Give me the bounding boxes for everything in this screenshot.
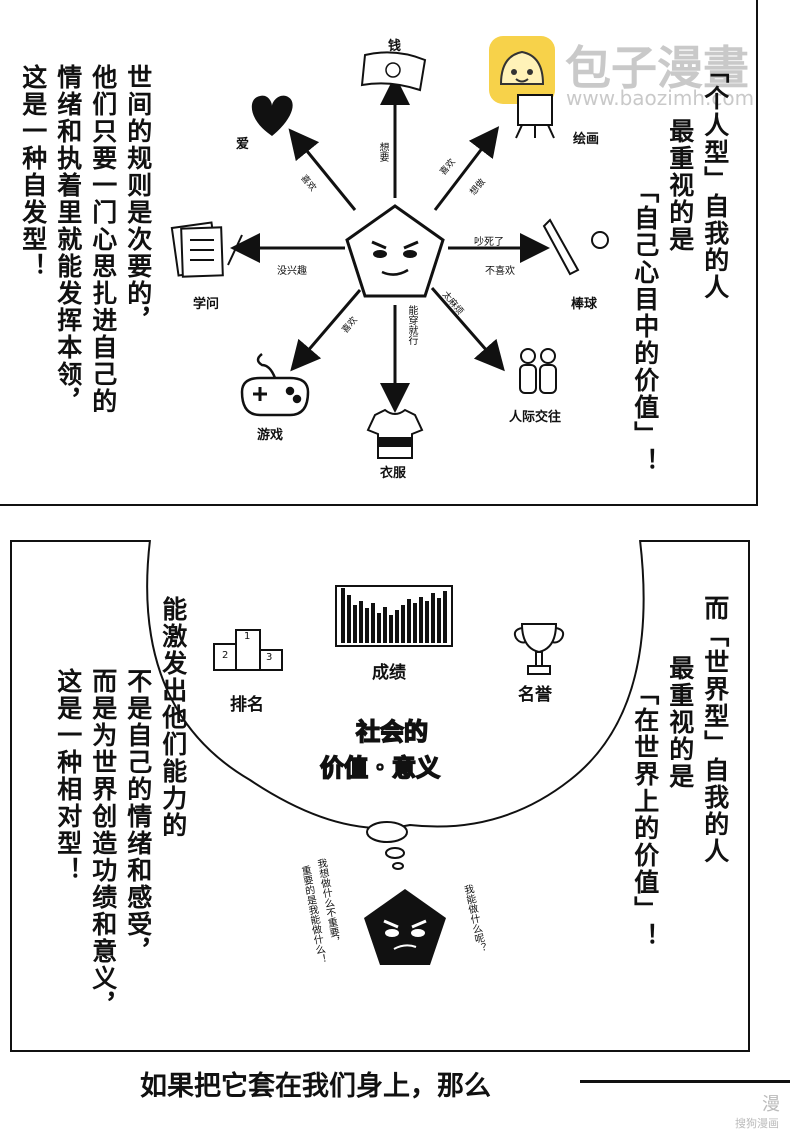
bottom-left-col4: 这是一种相对型！ xyxy=(53,668,83,884)
arrows xyxy=(230,75,550,413)
social-value-line1: 社会的 xyxy=(355,717,429,747)
label-art: 绘画 xyxy=(573,132,600,147)
score-bar xyxy=(389,615,393,643)
baseball-icon xyxy=(542,218,609,276)
label-game: 游戏 xyxy=(257,428,284,443)
people-icon xyxy=(519,348,557,394)
score-bar xyxy=(443,591,447,643)
score-bar xyxy=(425,601,429,643)
score-bar xyxy=(413,603,417,643)
papers-icon xyxy=(170,221,243,278)
bottom-right-col1: 而「世界型」自我的人 xyxy=(700,595,730,865)
arrow-label-noisy: 吵死了 xyxy=(474,237,504,248)
heart-icon xyxy=(251,95,293,136)
top-right-col2: 最重视的是 xyxy=(665,118,695,253)
easel-icon xyxy=(515,94,555,139)
bottom-left-col3: 而是为世界创造功绩和意义， xyxy=(88,668,118,1019)
pentagon-face-icon xyxy=(345,204,445,298)
bottom-left-col1: 能激发出他们能力的 xyxy=(158,596,188,839)
top-right-col3: 「自己心目中的价值」！ xyxy=(630,178,660,475)
podium-2: 2 xyxy=(222,650,229,661)
bottom-right-col3: 「在世界上的价值」！ xyxy=(630,680,660,950)
label-honor: 名誉 xyxy=(518,685,552,705)
score-bar xyxy=(347,595,351,643)
score-bar xyxy=(437,598,441,643)
top-right-col1: 「个人型」自我的人 xyxy=(700,58,730,301)
label-social: 人际交往 xyxy=(509,410,562,425)
arrow-label-want: 想要 xyxy=(377,142,388,162)
score-bar xyxy=(395,610,399,643)
score-bar xyxy=(371,603,375,643)
bottom-left-col2: 不是自己的情绪和感受， xyxy=(123,668,153,965)
money-icon xyxy=(360,51,427,92)
arrow-label-bored: 没兴趣 xyxy=(277,266,307,277)
footer-caption: 如果把它套在我们身上，那么 xyxy=(140,1071,491,1102)
watermark-logo xyxy=(487,34,557,106)
arrow-label-dislike: 不喜欢 xyxy=(485,266,515,277)
footer-watermark: 漫 xyxy=(762,1094,780,1115)
score-bar xyxy=(419,597,423,643)
podium-icon xyxy=(213,629,283,671)
shirt-icon xyxy=(366,408,424,459)
label-score: 成绩 xyxy=(372,663,406,683)
score-bar xyxy=(401,605,405,643)
footer-watermark-sub: 搜狗漫画 xyxy=(735,1117,779,1130)
score-bar xyxy=(377,613,381,643)
bottom-right-col2: 最重视的是 xyxy=(665,655,695,790)
podium-1: 1 xyxy=(244,631,251,642)
label-baseball: 棒球 xyxy=(571,297,598,312)
arrow-label-wearable: 能穿就行 xyxy=(406,305,417,345)
score-bar xyxy=(431,593,435,643)
score-bar xyxy=(407,599,411,643)
radial-diagram xyxy=(170,51,609,459)
label-clothes: 衣服 xyxy=(380,466,407,481)
label-rank: 排名 xyxy=(230,695,264,715)
label-study: 学问 xyxy=(193,297,220,312)
score-bar xyxy=(383,607,387,643)
podium-3: 3 xyxy=(266,652,273,663)
top-left-col3: 情绪和执着里就能发挥本领， xyxy=(53,64,83,415)
score-bar xyxy=(359,601,363,643)
controller-icon xyxy=(240,353,310,417)
black-pentagon-face-icon xyxy=(364,889,446,965)
score-chart-icon xyxy=(335,585,453,647)
top-left-col1: 世间的规则是次要的， xyxy=(123,64,153,334)
label-money: 钱 xyxy=(388,39,402,54)
label-love: 爱 xyxy=(236,137,250,152)
trophy-icon xyxy=(513,623,565,675)
social-value-line2: 价值・意义 xyxy=(319,753,441,783)
score-bar xyxy=(365,608,369,643)
top-left-col4: 这是一种自发型！ xyxy=(18,64,48,280)
thought-bubble xyxy=(146,540,645,870)
watermark-url: www.baozimh.com xyxy=(566,86,755,110)
footer-rule xyxy=(580,1080,790,1083)
top-left-col2: 他们只要一门心思扎进自己的 xyxy=(88,64,118,415)
bun-icon xyxy=(489,36,555,104)
watermark-brand: 包子漫畫 xyxy=(565,41,749,95)
score-bar xyxy=(353,605,357,643)
score-bar xyxy=(341,588,345,643)
score-bars xyxy=(341,588,447,643)
